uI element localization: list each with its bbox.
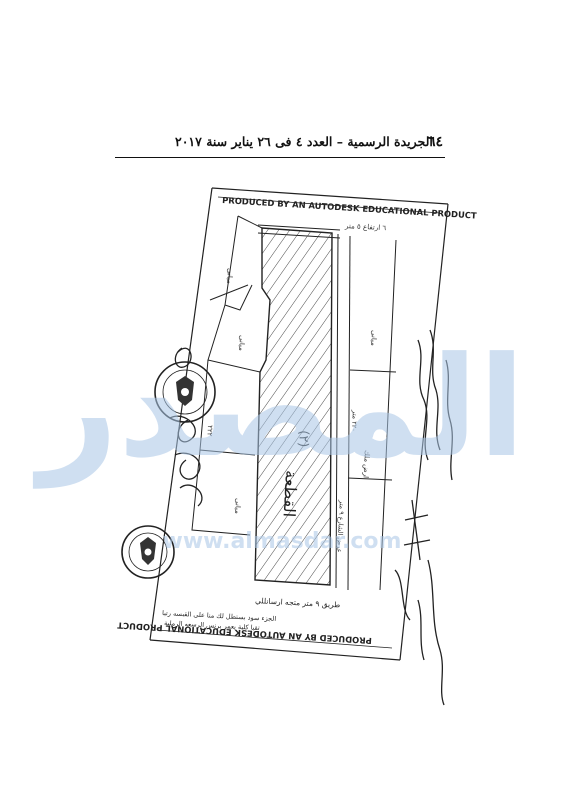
svg-text:ارض ملك: ارض ملك <box>362 450 371 478</box>
svg-text:مبانى: مبانى <box>233 498 242 514</box>
svg-text:مبانى: مبانى <box>237 335 246 351</box>
svg-text:٢٢٠ متر: ٢٢٠ متر <box>350 409 359 432</box>
dimension-notes: ٦ ارتفاع ٥ متر مبانى مبانى مبانى ٢٢٢ مبا… <box>205 222 386 553</box>
watermark-arabic: المصدر <box>33 327 526 489</box>
svg-text:٢٢٢: ٢٢٢ <box>205 425 214 437</box>
parcel-handwritten-label: القطعة (٢) <box>280 430 311 518</box>
neighbour-lots <box>191 215 397 591</box>
svg-text:عرض الشارع ٩ متر: عرض الشارع ٩ متر <box>335 499 346 553</box>
page-number: ٦٤ <box>427 134 443 150</box>
svg-text:٦ ارتفاع ٥ متر: ٦ ارتفاع ٥ متر <box>344 222 387 232</box>
svg-text:مبانى: مبانى <box>225 268 234 284</box>
plan-border-text-top: PRODUCED BY AN AUTODESK EDUCATIONAL PROD… <box>222 195 477 221</box>
svg-text:(٢): (٢) <box>295 430 311 448</box>
watermark: المصدر www.almasdar.com <box>33 327 526 554</box>
svg-text:القطعة: القطعة <box>280 470 301 518</box>
road-label: طريق ٩ متر متجه ارسانللي <box>255 596 341 609</box>
watermark-url: www.almasdar.com <box>163 529 402 554</box>
header-divider <box>115 157 445 158</box>
official-seal-bottom <box>121 525 175 579</box>
official-seal-top <box>154 361 216 423</box>
margin-handwritten-notes <box>394 329 453 706</box>
svg-text:مبانى: مبانى <box>369 330 378 346</box>
handwritten-signatures <box>169 347 203 507</box>
page-header: ٦٤ الجريدة الرسمية – العدد ٤ فى ٢٦ يناير… <box>115 132 445 154</box>
gazette-title: الجريدة الرسمية – العدد ٤ فى ٢٦ يناير سن… <box>175 134 433 149</box>
